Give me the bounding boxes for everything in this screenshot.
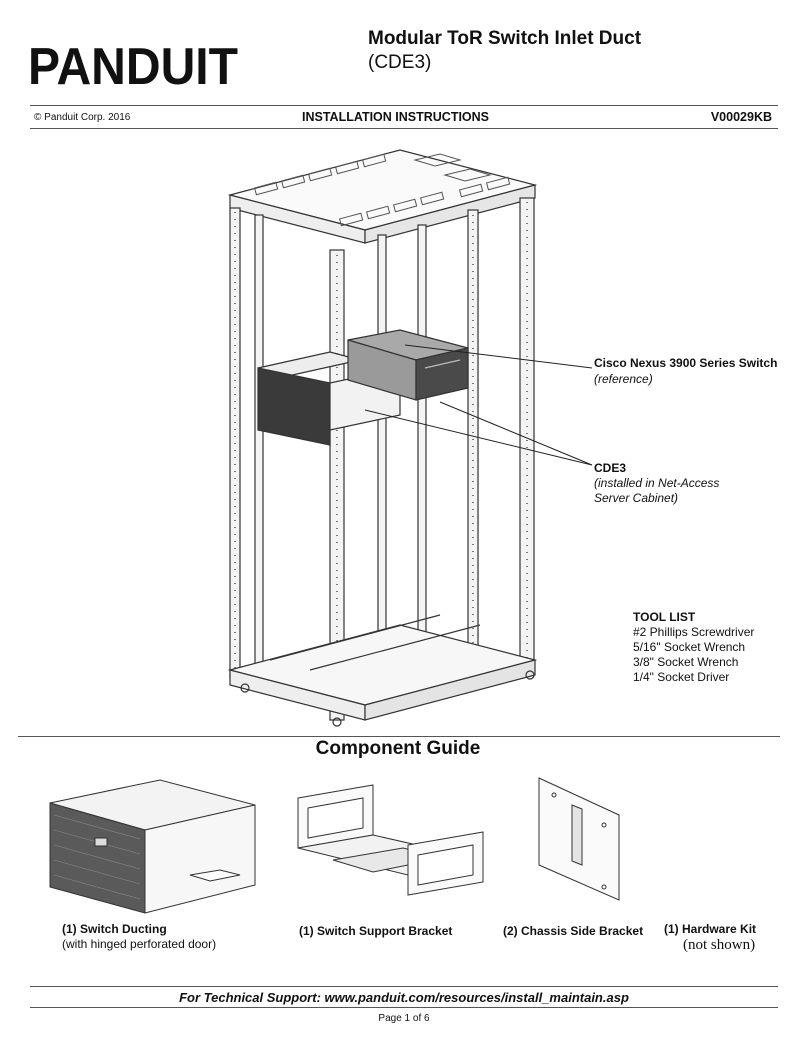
component-label: (1) Switch Ducting: [62, 922, 167, 936]
doc-number: V00029KB: [710, 110, 772, 124]
technical-support-text: For Technical Support: www.panduit.com/r…: [179, 990, 629, 1005]
component-label: (2) Chassis Side Bracket: [503, 924, 644, 938]
document-subtitle: (CDE3): [368, 52, 432, 73]
tool-list-title: TOOL LIST: [633, 610, 696, 624]
svg-text:PANDUIT: PANDUIT: [28, 40, 238, 90]
callout-cde3-note-line-2: Server Cabinet): [594, 491, 679, 505]
component-note: (not shown): [683, 937, 756, 953]
footer-rule: [30, 986, 778, 987]
doc-type: INSTALLATION INSTRUCTIONS: [302, 110, 490, 124]
header-bottom-rule: [30, 128, 778, 129]
tool-list-item: 1/4" Socket Driver: [633, 670, 730, 684]
panduit-logo: PANDUIT: [28, 40, 238, 90]
cabinet-illustration: [227, 149, 593, 727]
tool-list-item: 5/16" Socket Wrench: [633, 640, 746, 654]
page-number: Page 1 of 6: [378, 1013, 430, 1024]
component-note: (with hinged perforated door): [62, 937, 217, 951]
tool-list-item: 3/8" Socket Wrench: [633, 655, 739, 669]
section-divider: [18, 736, 780, 737]
footer-rule-bottom: [30, 1007, 778, 1008]
component-label: (1) Hardware Kit: [664, 922, 757, 936]
copyright: © Panduit Corp. 2016: [34, 112, 131, 123]
callout-cde3-note-line-1: (installed in Net-Access: [594, 476, 720, 490]
component-guide-title: Component Guide: [315, 738, 481, 759]
tool-list-item: #2 Phillips Screwdriver: [633, 625, 755, 639]
callout-switch-title: Cisco Nexus 3900 Series Switch: [594, 356, 778, 370]
switch-ducting-illustration: [49, 779, 256, 914]
callout-switch-note: (reference): [594, 372, 653, 386]
switch-support-bracket-illustration: [297, 784, 484, 896]
callout-cde3-title: CDE3: [594, 461, 627, 475]
chassis-side-bracket-illustration: [538, 777, 620, 901]
component-label: (1) Switch Support Bracket: [299, 924, 453, 938]
header-top-rule: [30, 105, 778, 106]
document-title: Modular ToR Switch Inlet Duct: [368, 28, 642, 49]
